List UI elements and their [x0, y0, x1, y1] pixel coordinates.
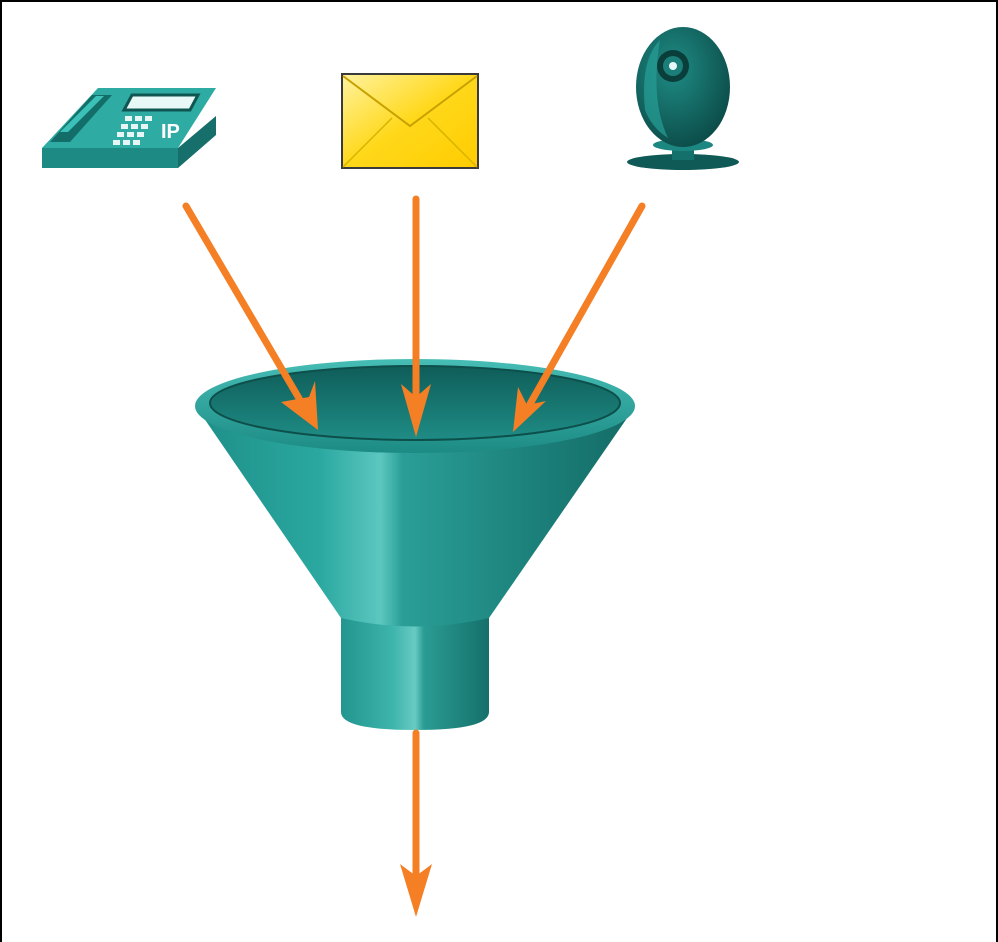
arrow-camera-to-funnel	[513, 202, 646, 432]
phone-ip-label: IP	[161, 121, 180, 143]
arrow-phone-to-funnel	[182, 202, 318, 430]
webcam-icon	[627, 27, 739, 170]
arrow-funnel-output	[400, 729, 432, 917]
envelope-icon	[341, 73, 479, 169]
ip-phone-icon: IP	[42, 88, 216, 168]
arrow-envelope-to-funnel	[401, 195, 431, 437]
